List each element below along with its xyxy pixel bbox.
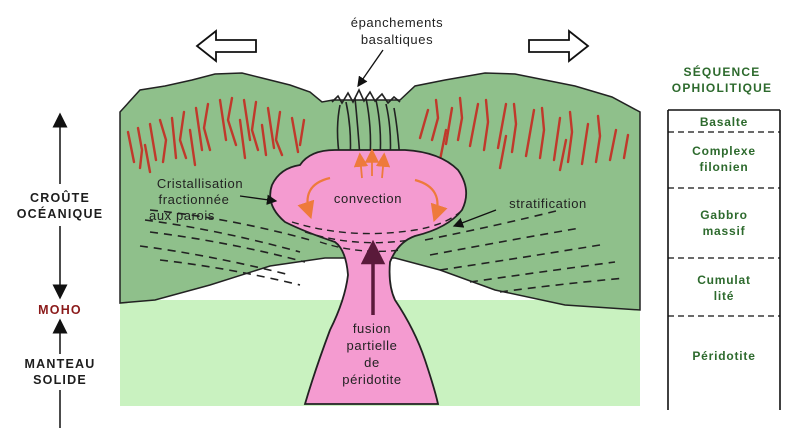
- cumulate-layering-left: [139, 209, 311, 286]
- magma-chamber: [269, 149, 468, 405]
- label-epanchements-1: épanchements: [351, 15, 443, 30]
- label-croute-1: CROÛTE: [30, 190, 90, 205]
- sequence-layer-peridotite: Péridotite: [692, 349, 755, 363]
- sequence-layer-gabbro-2: massif: [703, 224, 746, 238]
- label-croute-2: OCÉANIQUE: [17, 206, 104, 221]
- label-fusion-4: péridotite: [342, 372, 401, 387]
- label-epanchements-2: basaltiques: [361, 32, 433, 47]
- sequence-title-1: SÉQUENCE: [684, 64, 761, 79]
- sequence-layer-basalte: Basalte: [700, 115, 748, 129]
- pointer-cristallisation: [239, 194, 278, 205]
- cumulate-layering-right: [424, 209, 626, 293]
- sequence-layer-gabbro-1: Gabbro: [700, 208, 747, 222]
- label-fusion-1: fusion: [353, 321, 391, 336]
- label-fusion-3: de: [364, 355, 380, 370]
- sequence-layer-complexe-1: Complexe: [692, 144, 756, 158]
- label-manteau-1: MANTEAU: [25, 357, 96, 371]
- spreading-arrow-left: [195, 29, 257, 63]
- label-moho: MOHO: [38, 303, 82, 317]
- label-convection: convection: [334, 191, 402, 206]
- spreading-arrow-right: [528, 29, 590, 63]
- basaltic-flows: [331, 88, 401, 105]
- convection-arrow-right: [414, 178, 448, 223]
- label-cristallisation-2: fractionnée: [159, 192, 230, 207]
- sequence-layer-complexe-2: filonien: [699, 160, 748, 174]
- label-manteau-2: SOLIDE: [33, 373, 87, 387]
- label-stratification: stratification: [509, 196, 587, 211]
- sequence-layer-cumulat-1: Cumulat: [697, 273, 751, 287]
- label-fusion-2: partielle: [347, 338, 398, 353]
- sequence-layer-cumulat-2: lité: [714, 289, 735, 303]
- upward-flow-arrows: [353, 148, 391, 179]
- sheeted-dykes-right: [418, 96, 630, 172]
- sequence-title-2: OPHIOLITIQUE: [672, 81, 772, 95]
- label-cristallisation-1: Cristallisation: [157, 176, 243, 191]
- pointer-epanchements: [357, 49, 384, 88]
- pointer-stratification: [452, 209, 497, 228]
- sequence-column: [667, 109, 781, 410]
- label-cristallisation-3: aux parois: [149, 208, 215, 223]
- sheeted-dykes-left: [126, 96, 306, 174]
- convection-arrow-left: [297, 176, 331, 220]
